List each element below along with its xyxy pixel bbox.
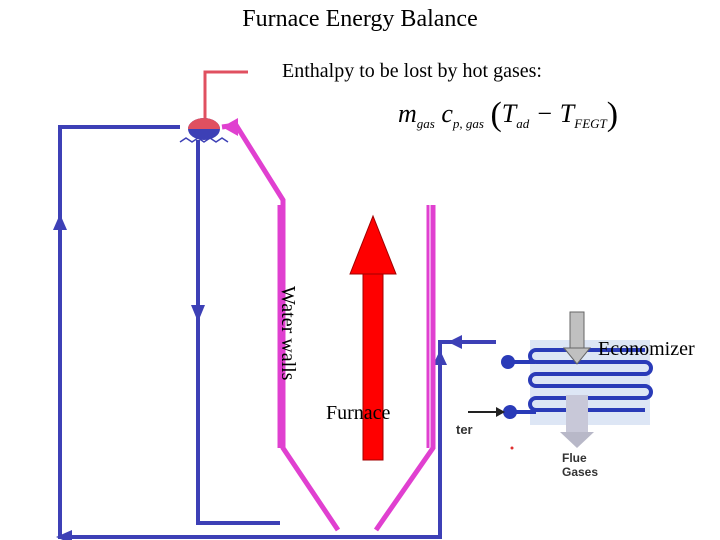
left-up-arrow-icon xyxy=(53,214,67,230)
mass-flow-subscript: gas xyxy=(416,116,435,131)
downcomer-pipe xyxy=(196,140,280,525)
enthalpy-formula: mgas cp, gas (Tad − TFEGT) xyxy=(398,96,618,134)
water-walls-label: Water walls xyxy=(277,286,299,381)
steam-outlet-pipe xyxy=(203,70,248,125)
steam-drum xyxy=(179,118,229,143)
adiabatic-temp-subscript: ad xyxy=(516,116,530,131)
gases-text: Gases xyxy=(562,465,598,479)
hot-gas-arrow-icon xyxy=(349,214,397,461)
furnace-label: Furnace xyxy=(326,402,391,424)
enthalpy-caption: Enthalpy to be lost by hot gases: xyxy=(282,60,542,82)
specific-heat-subscript: p, gas xyxy=(452,116,484,131)
economizer-coils xyxy=(468,340,653,450)
water-walls xyxy=(221,118,436,532)
minus-sign: − xyxy=(529,99,560,128)
flue-gas-arrow-icon xyxy=(560,311,594,448)
open-paren: ( xyxy=(490,96,502,133)
flue-text: Flue xyxy=(562,451,587,465)
economizer-label: Economizer xyxy=(598,338,695,360)
fegt-temp-subscript: FEGT xyxy=(574,116,607,131)
close-paren: ) xyxy=(606,96,619,133)
specific-heat-symbol: c xyxy=(441,99,453,128)
mass-flow-symbol: m xyxy=(398,99,417,128)
diagram-title: Furnace Energy Balance xyxy=(242,6,478,32)
bottom-left-arrow-icon xyxy=(56,530,72,540)
up-arrow-economizer-icon xyxy=(433,350,447,365)
adiabatic-temp-symbol: T xyxy=(501,99,517,128)
water-inlet-text: ter xyxy=(456,422,473,437)
fegt-temp-symbol: T xyxy=(559,99,575,128)
left-arrow-economizer-icon xyxy=(448,335,462,349)
downcomer-arrow-icon xyxy=(191,305,205,322)
